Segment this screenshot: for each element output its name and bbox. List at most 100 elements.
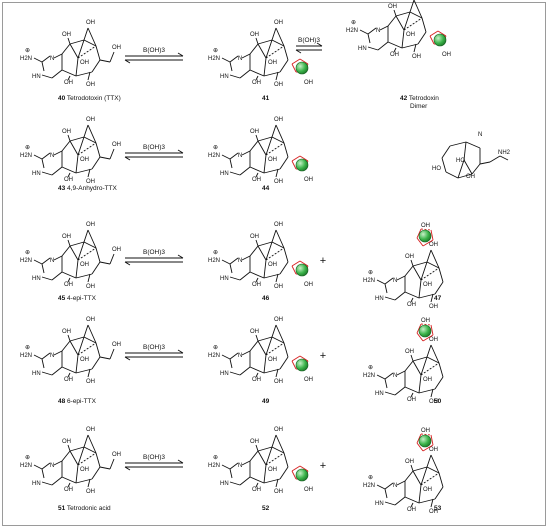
atom-label: OH (304, 487, 313, 493)
atom-label: OH (252, 487, 261, 493)
atom-label: OH (406, 32, 415, 38)
plus-sign: + (320, 350, 326, 362)
equilibrium-arrow (124, 52, 184, 64)
boron-sphere (433, 33, 447, 47)
boron-sphere (418, 434, 432, 448)
atom-label: N (393, 483, 397, 489)
compound-label: 47 (434, 295, 442, 302)
atom-label: OH (112, 342, 121, 348)
atom-label: OH (64, 282, 73, 288)
atom-label: OH (429, 242, 438, 248)
atom-label: OH (62, 329, 71, 335)
compound-label: 48 6-epi-TTX (58, 398, 97, 405)
atom-label: HN (32, 276, 41, 282)
atom-label: OH (86, 427, 95, 433)
boron-sphere (295, 61, 309, 75)
atom-label: OH (112, 45, 121, 51)
atom-label: OH (86, 20, 95, 26)
atom-label: N (238, 56, 242, 62)
plus-sign: + (320, 460, 326, 472)
atom-label: ⊕ (213, 345, 218, 351)
equilibrium-arrow (124, 149, 184, 161)
atom-label: OH (80, 357, 89, 363)
atom-label: H2N (20, 56, 32, 62)
atom-label: OH (274, 20, 283, 26)
atom-label: N (478, 132, 482, 138)
atom-label: ⊕ (25, 250, 30, 256)
atom-label: OH (274, 489, 283, 495)
atom-label: OH (407, 507, 416, 513)
atom-label: OH (62, 129, 71, 135)
atom-label: OH (86, 284, 95, 290)
atom-label: OH (429, 399, 438, 405)
atom-label: HN (220, 371, 229, 377)
boron-sphere (418, 324, 432, 338)
atom-label: HN (358, 46, 367, 52)
atom-label: OH (429, 447, 438, 453)
equilibrium-arrow (124, 459, 184, 471)
atom-label: OH (64, 177, 73, 183)
atom-label: HN (32, 371, 41, 377)
equilibrium-arrow (295, 42, 323, 54)
atom-label: H2N (363, 278, 375, 284)
atom-label: HN (220, 481, 229, 487)
reagent-label: B(OH)3 (143, 144, 165, 151)
atom-label: HO (432, 166, 441, 172)
atom-label: OH (250, 329, 259, 335)
atom-label: ⊕ (25, 48, 30, 54)
atom-label: N (50, 153, 54, 159)
compound-label: 51 Tetrodonic acid (58, 505, 111, 512)
atom-label: ⊕ (213, 455, 218, 461)
compound-label: 50 (434, 398, 442, 405)
atom-label: OH (442, 52, 451, 58)
atom-label: N (238, 258, 242, 264)
atom-label: OH (86, 379, 95, 385)
atom-label: OH (421, 318, 430, 324)
compound-label: 45 4-epi-TTX (58, 295, 97, 302)
compound-label: 46 (262, 295, 270, 302)
atom-label: OH (268, 262, 277, 268)
atom-label: H2N (208, 258, 220, 264)
atom-label: OH (64, 377, 73, 383)
atom-label: OH (62, 32, 71, 38)
atom-label: OH (423, 377, 432, 383)
atom-label: OH (64, 487, 73, 493)
atom-label: OH (466, 174, 475, 180)
atom-label: OH (268, 60, 277, 66)
atom-label: OH (80, 262, 89, 268)
atom-label: OH (274, 284, 283, 290)
atom-label: N (50, 258, 54, 264)
atom-label: HO (456, 158, 465, 164)
atom-label: ⊕ (368, 475, 373, 481)
compound-label: 43 4,9-Anhydro-TTX (58, 185, 118, 192)
atom-label: OH (250, 439, 259, 445)
atom-label: OH (274, 117, 283, 123)
atom-label: OH (252, 377, 261, 383)
atom-label: HN (375, 296, 384, 302)
atom-label: OH (268, 357, 277, 363)
atom-label: ⊕ (25, 145, 30, 151)
atom-label: HN (32, 481, 41, 487)
atom-label: OH (80, 157, 89, 163)
atom-label: OH (86, 317, 95, 323)
boron-sphere (418, 229, 432, 243)
atom-label: OH (274, 179, 283, 185)
atom-label: OH (274, 379, 283, 385)
atom-label: N (393, 373, 397, 379)
atom-label: N (238, 153, 242, 159)
atom-label: OH (405, 459, 414, 465)
atom-label: HN (32, 171, 41, 177)
atom-label: N (376, 28, 380, 34)
atom-label: OH (304, 282, 313, 288)
atom-label: OH (64, 80, 73, 86)
